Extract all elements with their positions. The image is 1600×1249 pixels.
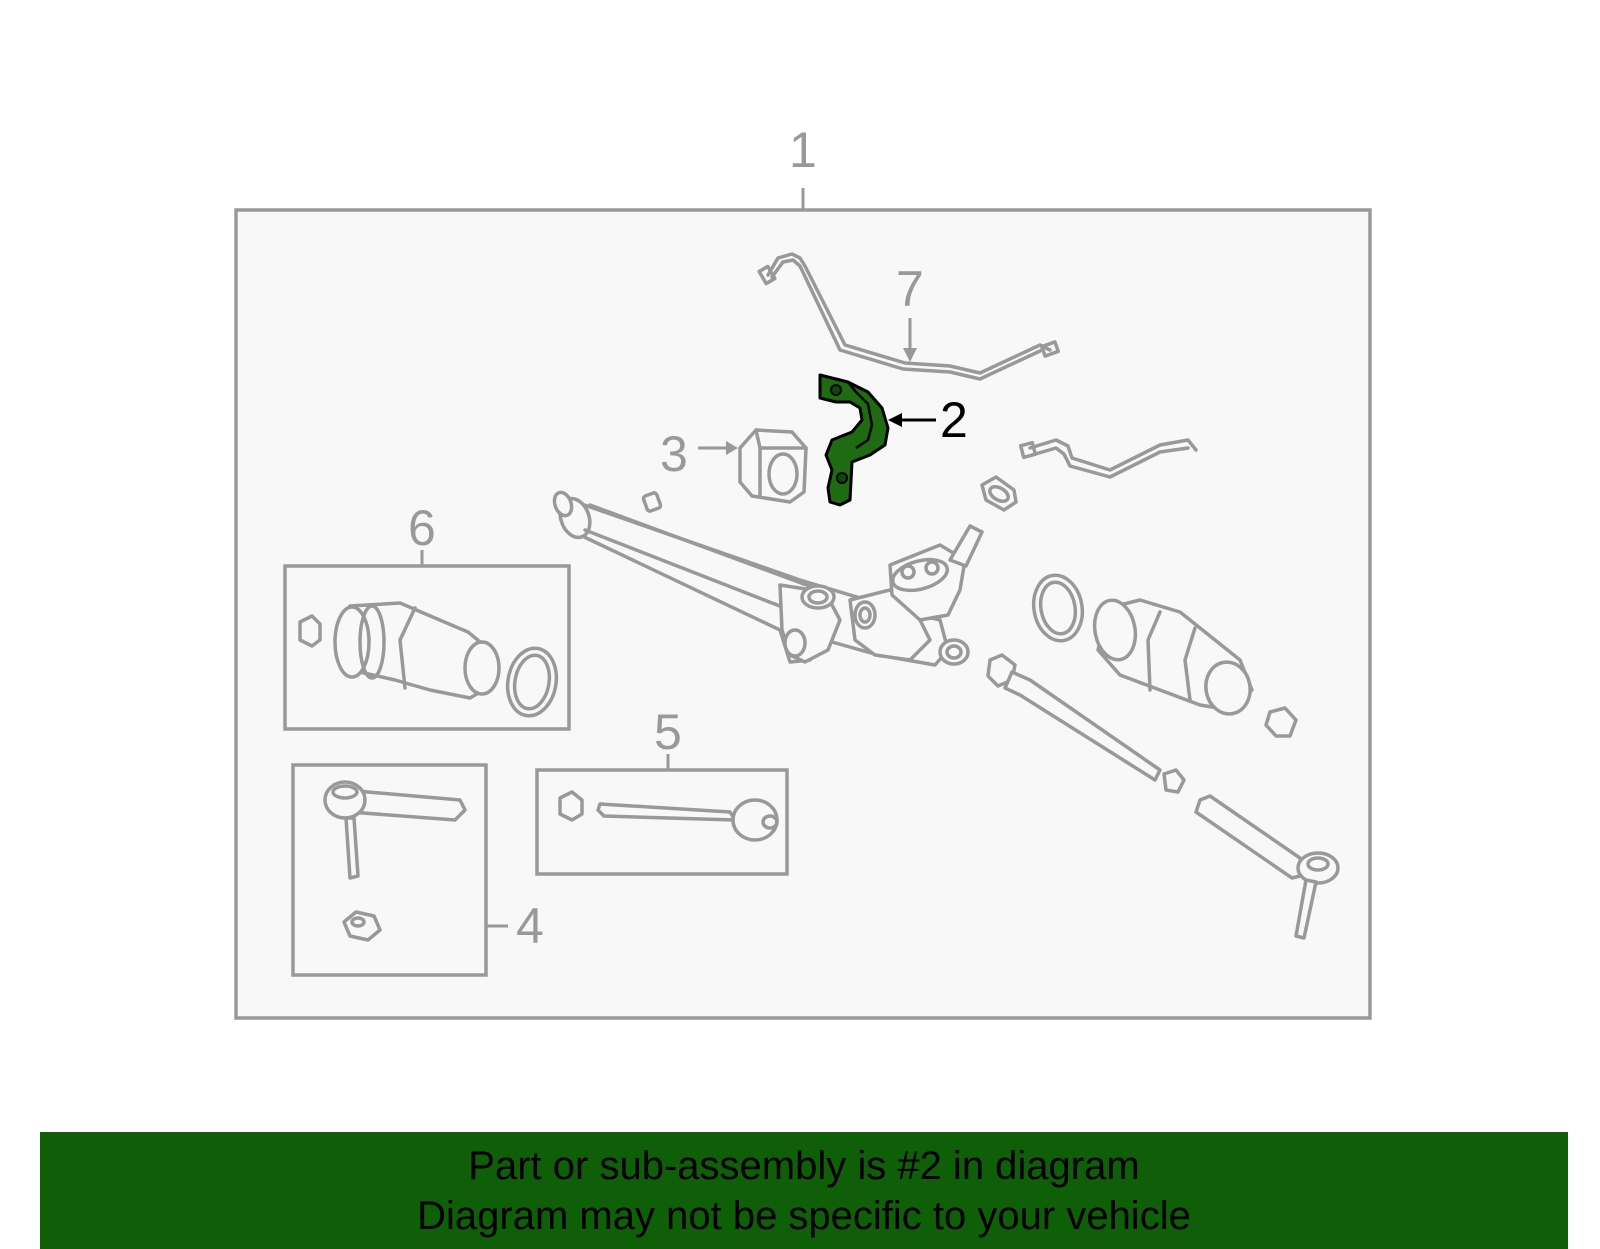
callout-4[interactable]: 4 [516,898,544,954]
callout-3[interactable]: 3 [660,426,688,482]
tie-rod-end-right[interactable] [1194,794,1340,940]
banner-line-2: Diagram may not be specific to your vehi… [417,1194,1191,1238]
leader-3-arrow [726,441,738,455]
parts-diagram: 1 7 2 3 [234,122,1372,1020]
info-banner: Part or sub-assembly is #2 in diagram Di… [40,1132,1568,1249]
callout-7[interactable]: 7 [896,261,924,317]
steering-rack-housing[interactable] [551,490,984,667]
callout-1[interactable]: 1 [789,122,817,178]
boot-right[interactable] [1029,571,1298,738]
bushing-3[interactable] [738,428,808,504]
callout-2[interactable]: 2 [940,392,968,448]
inner-tie-rod-5[interactable] [558,790,779,842]
inner-tie-rod-right[interactable] [986,653,1186,794]
leader-2-arrow [888,413,902,427]
pipe-7[interactable] [757,252,1061,381]
banner-line-1: Part or sub-assembly is #2 in diagram [468,1144,1140,1188]
callout-5[interactable]: 5 [654,704,682,760]
bracket-2-highlighted[interactable] [818,373,890,507]
seal-ring[interactable] [980,475,1018,512]
callout-6[interactable]: 6 [408,500,436,556]
tie-rod-end-4[interactable] [323,780,467,942]
boot-kit-6[interactable] [298,601,562,720]
pipe-right[interactable] [1018,438,1198,479]
leader-7-arrow [903,348,917,362]
